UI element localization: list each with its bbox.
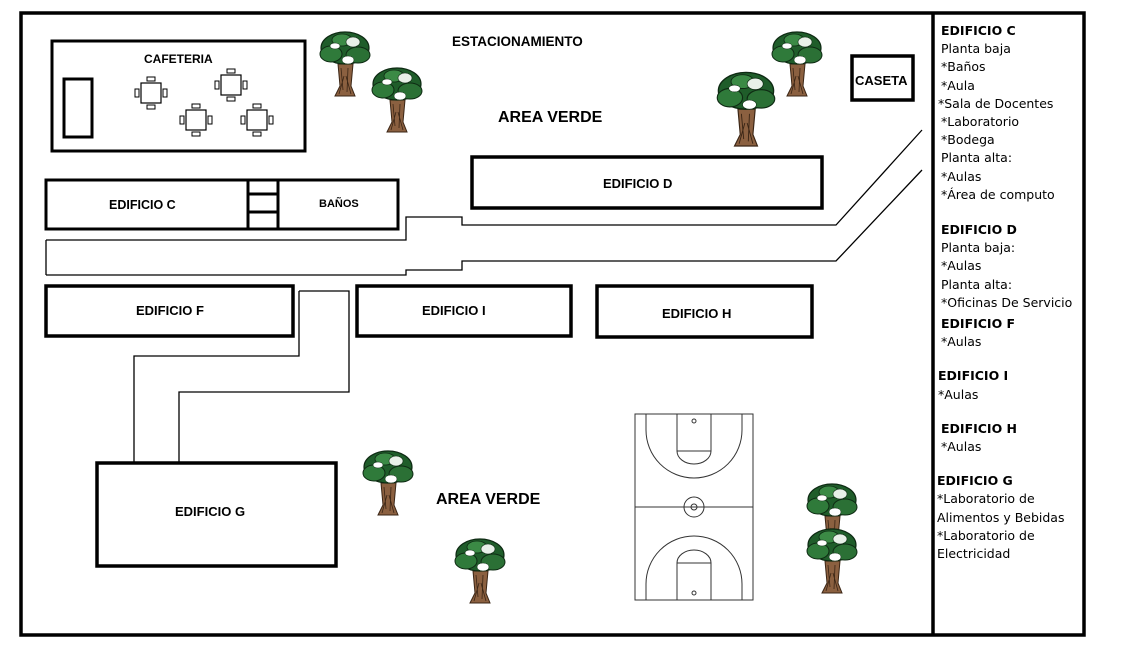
legend-item: *Laboratorio de bbox=[937, 491, 1035, 507]
tree-icon bbox=[319, 31, 371, 97]
legend-item: *Oficinas De Servicio bbox=[941, 294, 1073, 310]
cafeteria-block bbox=[50, 39, 307, 153]
legend-item: *Aulas bbox=[941, 439, 982, 455]
tree-icon bbox=[716, 71, 776, 147]
building-c bbox=[44, 178, 400, 231]
cafeteria-label: CAFETERIA bbox=[144, 52, 213, 66]
building-g bbox=[95, 461, 338, 568]
tree-icon bbox=[806, 528, 858, 594]
legend-item: *Bodega bbox=[941, 132, 995, 148]
legend-title: EDIFICIO G bbox=[937, 473, 1013, 489]
green-area-label: AREA VERDE bbox=[498, 109, 603, 126]
legend-item: Planta alta: bbox=[941, 276, 1013, 292]
tree-icon bbox=[371, 67, 423, 133]
legend-section-c: EDIFICIO C Planta baja *Baños *Aula *Sal… bbox=[938, 22, 1081, 204]
caseta-label: CASETA bbox=[855, 73, 908, 88]
legend-item: Planta baja: bbox=[941, 240, 1016, 256]
building-f-label: EDIFICIO F bbox=[136, 303, 204, 318]
path-to-g bbox=[133, 290, 350, 462]
legend-section-d: EDIFICIO D Planta baja: *Aulas Planta al… bbox=[941, 221, 1081, 312]
legend-panel: EDIFICIO C Planta baja *Baños *Aula *Sal… bbox=[937, 22, 1081, 563]
legend-title: EDIFICIO D bbox=[941, 222, 1017, 238]
caseta-block bbox=[850, 54, 915, 102]
legend-item: Alimentos y Bebidas bbox=[937, 509, 1065, 525]
legend-item: Electricidad bbox=[937, 546, 1011, 562]
green-area-label: AREA VERDE bbox=[436, 491, 541, 508]
building-h bbox=[595, 284, 814, 339]
tree-icon bbox=[362, 450, 414, 516]
building-d-label: EDIFICIO D bbox=[603, 176, 673, 191]
legend-title: EDIFICIO H bbox=[941, 420, 1018, 436]
map-border bbox=[19, 11, 1086, 637]
tree-icon bbox=[454, 538, 506, 604]
legend-title: EDIFICIO I bbox=[938, 368, 1009, 384]
legend-item: Planta baja bbox=[941, 41, 1011, 57]
building-c-label: EDIFICIO C bbox=[109, 198, 176, 212]
legend-title: EDIFICIO C bbox=[941, 23, 1016, 38]
legend-section-h: EDIFICIO H *Aulas bbox=[941, 420, 1081, 456]
building-h-label: EDIFICIO H bbox=[662, 306, 732, 321]
cafeteria-counter bbox=[62, 77, 94, 139]
legend-title: EDIFICIO F bbox=[941, 316, 1016, 332]
legend-item: *Aulas bbox=[941, 258, 982, 274]
legend-item: Planta alta: bbox=[941, 150, 1013, 166]
legend-item: *Aulas bbox=[938, 386, 979, 402]
legend-item: *Laboratorio bbox=[941, 114, 1020, 130]
legend-section-f: EDIFICIO F *Aulas bbox=[941, 315, 1081, 351]
legend-item: *Baños bbox=[941, 59, 986, 75]
building-i bbox=[355, 284, 573, 338]
legend-section-i: EDIFICIO I *Aulas bbox=[938, 367, 1081, 403]
tree-icon bbox=[771, 31, 823, 97]
main-walkway bbox=[46, 129, 923, 276]
building-f bbox=[44, 284, 295, 338]
legend-item: *Sala de Docentes bbox=[938, 95, 1054, 111]
legend-item: *Aula bbox=[941, 77, 975, 93]
building-g-label: EDIFICIO G bbox=[175, 504, 246, 519]
legend-item: *Laboratorio de bbox=[937, 527, 1035, 543]
basketball-court bbox=[634, 413, 754, 601]
building-i-label: EDIFICIO I bbox=[422, 303, 486, 318]
building-d bbox=[470, 155, 824, 210]
legend-item: *Aulas bbox=[941, 168, 982, 184]
legend-item: *Aulas bbox=[941, 334, 982, 350]
banos-label: BAÑOS bbox=[319, 198, 359, 210]
legend-item: *Área de computo bbox=[941, 186, 1055, 202]
parking-label: ESTACIONAMIENTO bbox=[452, 34, 583, 49]
legend-section-g: EDIFICIO G *Laboratorio de Alimentos y B… bbox=[937, 472, 1081, 563]
